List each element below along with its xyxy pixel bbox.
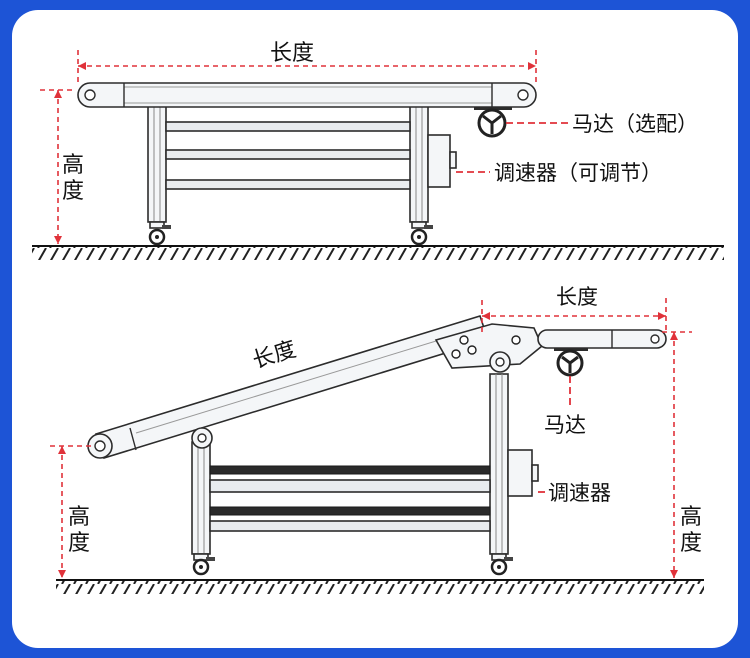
belt-top — [77, 82, 537, 108]
controller-label-top: 调速器（可调节） — [494, 161, 662, 185]
caster-bottom-right — [490, 553, 513, 576]
height-label-top-2: 度 — [62, 179, 84, 204]
caster-bottom-left — [192, 553, 215, 576]
caster-left — [148, 221, 171, 246]
joint-plate — [191, 323, 543, 449]
diagram-card: 长度 高 度 马达（选配） 调速器（可调节） — [12, 10, 738, 648]
leg-left — [147, 99, 167, 223]
conveyor-diagram: 长度 高 度 马达（选配） 调速器（可调节） — [32, 41, 724, 594]
motor-bottom — [554, 348, 588, 377]
caster-right — [410, 221, 433, 246]
left-height-dimension — [50, 445, 92, 578]
right-height-label-2: 度 — [680, 531, 702, 556]
belt-flat — [537, 329, 667, 349]
height-label-top-1: 高 — [62, 153, 84, 178]
leg-right — [409, 99, 429, 223]
right-height-label-1: 高 — [680, 505, 702, 530]
ground-top — [32, 245, 724, 260]
speed-controller-top — [427, 134, 457, 188]
incline-length-label: 长度 — [250, 337, 299, 374]
motor-label-top: 马达（选配） — [572, 112, 698, 136]
cross-bars-bottom — [209, 465, 491, 532]
incline-conveyor — [50, 298, 704, 594]
height-dimension-top — [40, 89, 76, 244]
flat-length-dimension — [481, 298, 667, 332]
leg-bottom-right — [489, 373, 509, 555]
ground-bottom — [56, 579, 704, 594]
right-height-dimension — [662, 331, 692, 578]
length-label-top: 长度 — [270, 41, 314, 66]
leg-bottom-left — [191, 441, 211, 555]
motor-top — [474, 107, 512, 138]
flat-conveyor — [32, 50, 724, 260]
motor-label-bottom: 马达 — [544, 413, 586, 437]
controller-label-bottom: 调速器 — [548, 481, 611, 505]
left-height-label-1: 高 — [68, 505, 90, 530]
length-dimension-top — [77, 50, 537, 82]
cross-bars-top — [165, 121, 411, 190]
speed-controller-bottom — [507, 449, 539, 497]
left-height-label-2: 度 — [68, 531, 90, 556]
flat-length-label: 长度 — [556, 285, 598, 309]
